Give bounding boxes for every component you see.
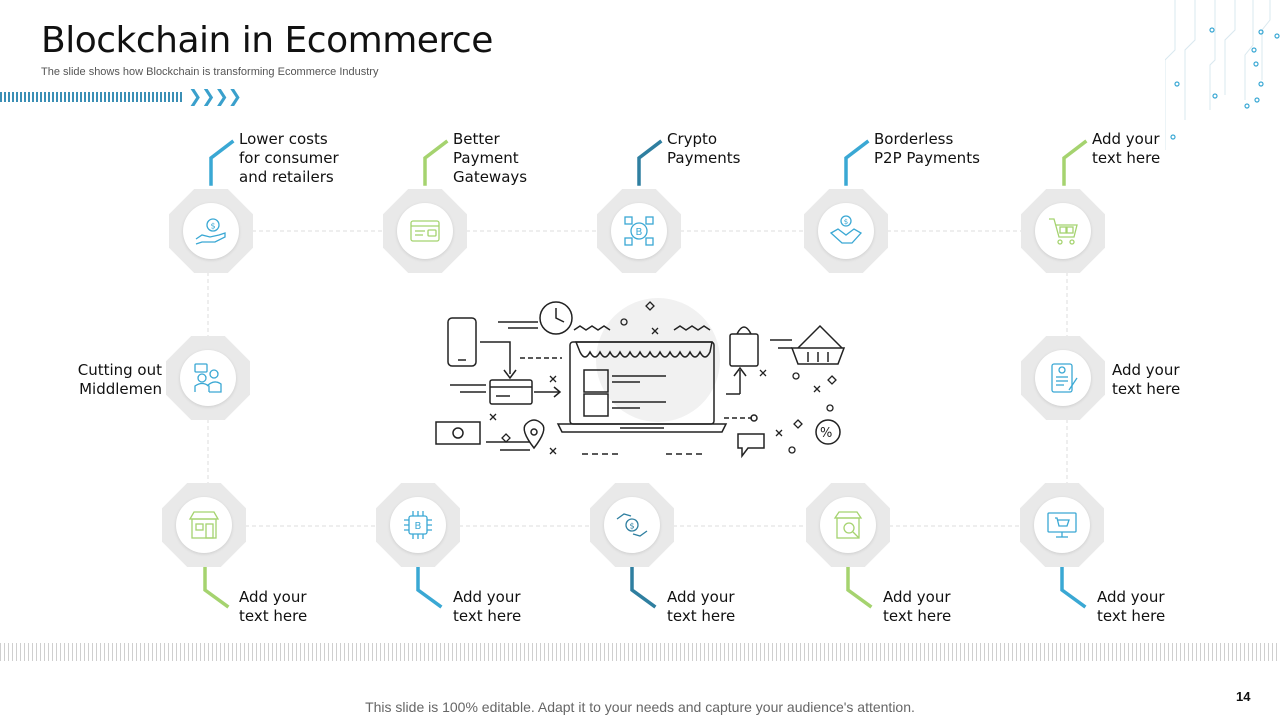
node-bottom-5 [1020, 483, 1104, 567]
payment-card-icon [410, 220, 440, 242]
svg-text:B: B [636, 227, 643, 238]
people-icon [194, 363, 222, 393]
node-bottom-3: $ [590, 483, 674, 567]
svg-text:$: $ [211, 222, 216, 231]
ecommerce-illustration: % [435, 298, 846, 459]
page-subtitle: The slide shows how Blockchain is transf… [41, 66, 379, 78]
svg-text:$: $ [844, 218, 848, 226]
decorative-hatch-band [0, 643, 1280, 661]
footer-note: This slide is 100% editable. Adapt it to… [365, 699, 915, 715]
node-lower-costs: $ [169, 189, 253, 273]
storefront-icon [188, 511, 220, 539]
bitcoin-cube-icon: B [624, 216, 654, 246]
svg-text:%: % [820, 426, 832, 441]
shopping-cart-icon [1049, 218, 1078, 245]
page-title: Blockchain in Ecommerce [41, 20, 493, 61]
node-middle-right [1021, 336, 1105, 420]
node-crypto-payments: B [597, 189, 681, 273]
node-payment-gateways [383, 189, 467, 273]
dollar-hand-icon: $ [195, 218, 226, 245]
svg-text:$: $ [630, 522, 635, 531]
decorative-stripe-bar [0, 92, 182, 102]
node-bottom-2: B [376, 483, 460, 567]
svg-text:B: B [415, 521, 422, 532]
circuit-decoration-icon [1165, 0, 1280, 150]
chevrons-icon: ❯❯❯❯ [188, 87, 242, 107]
search-store-icon [833, 511, 863, 539]
node-bottom-1 [162, 483, 246, 567]
node-top-right [1021, 189, 1105, 273]
page-number: 14 [1236, 689, 1251, 704]
node-bottom-4 [806, 483, 890, 567]
node-p2p-payments: $ [804, 189, 888, 273]
node-cutting-middlemen [166, 336, 250, 420]
handshake-dollar-icon: $ [829, 215, 863, 244]
checklist-icon [1051, 363, 1078, 393]
dollar-exchange-icon: $ [616, 513, 648, 537]
monitor-cart-icon [1047, 512, 1077, 538]
bitcoin-chip-icon: B [404, 511, 432, 539]
